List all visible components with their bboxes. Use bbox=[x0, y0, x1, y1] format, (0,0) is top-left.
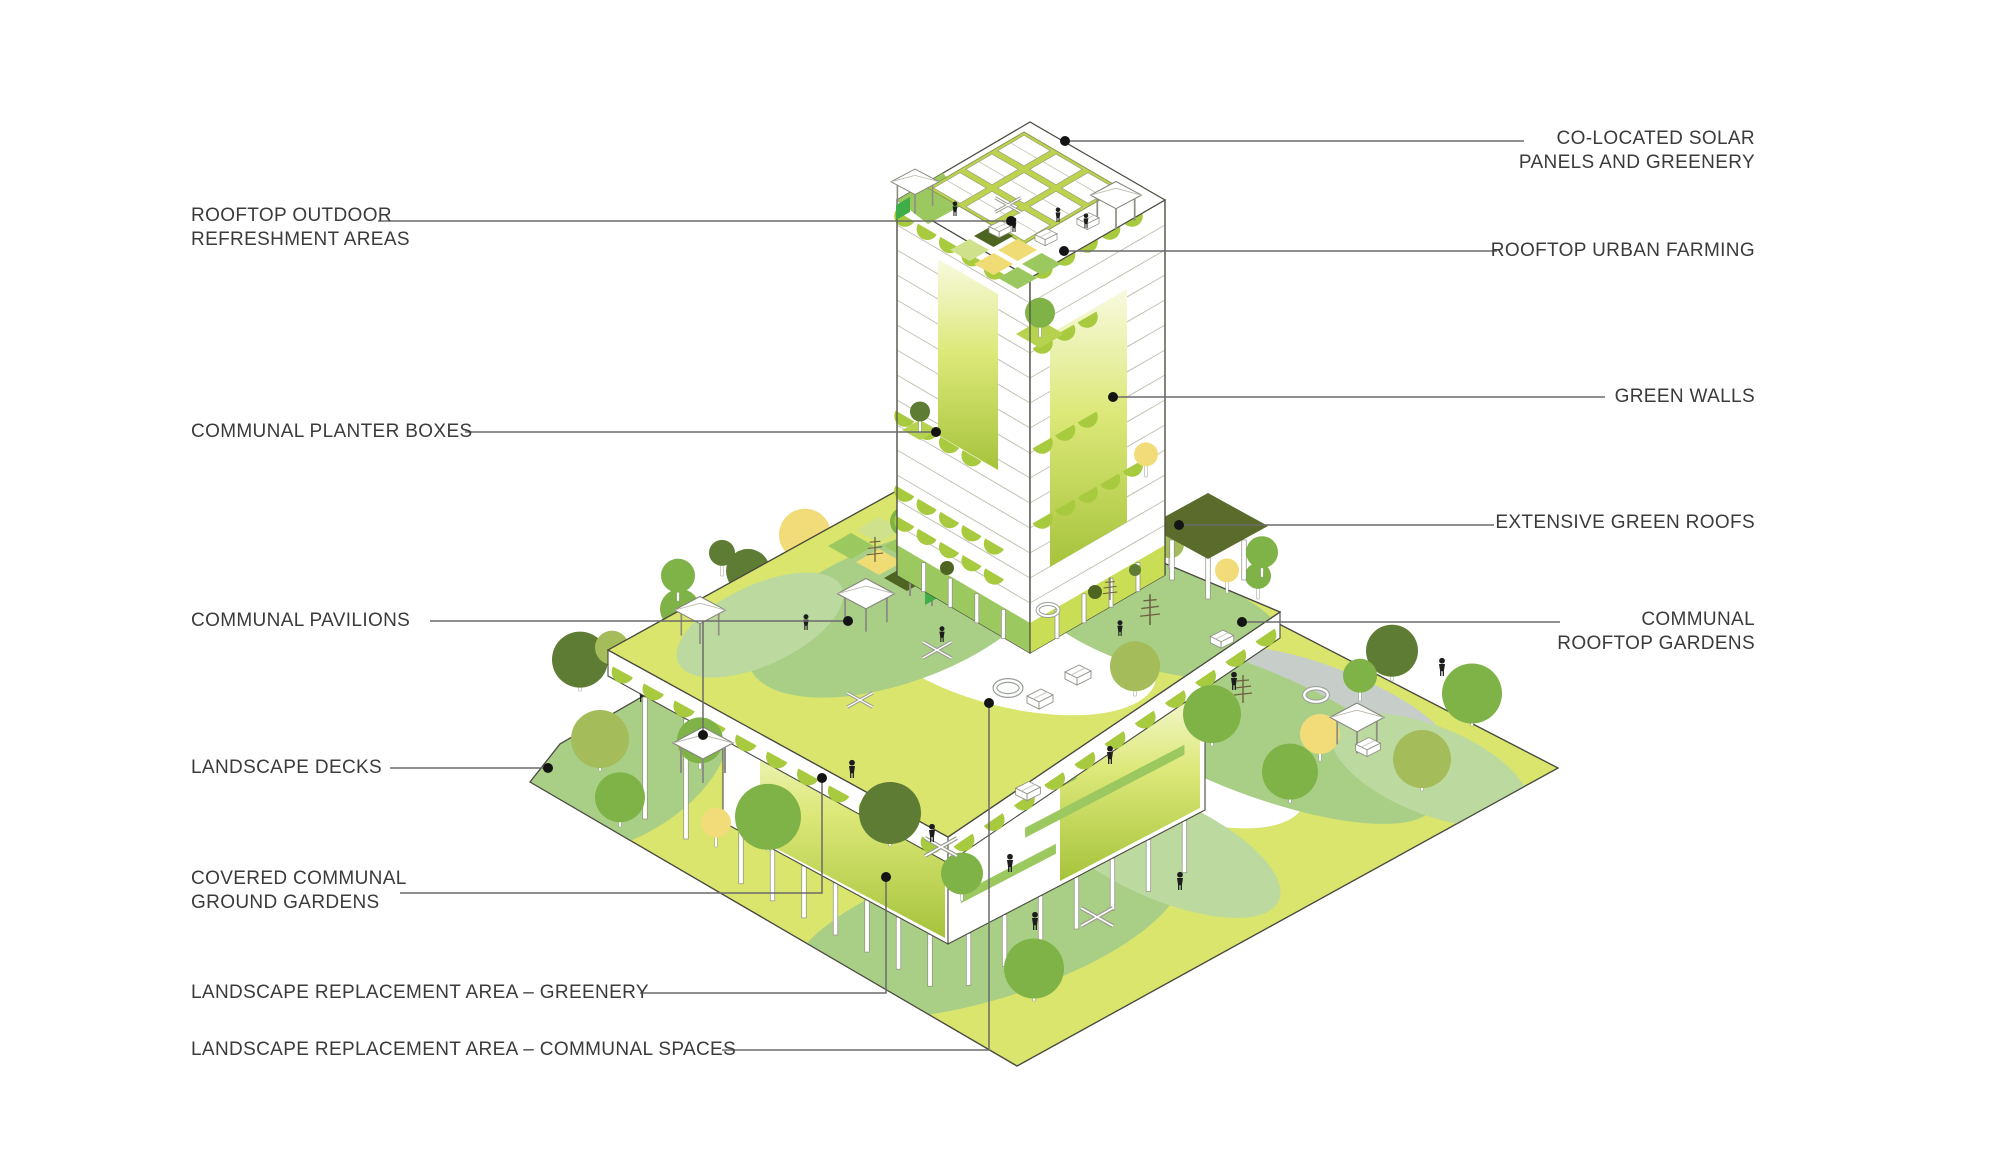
callout-label: LANDSCAPE REPLACEMENT AREA – COMMUNAL SP… bbox=[191, 1039, 737, 1060]
callout-label: COVERED COMMUNAL GROUND GARDENS bbox=[191, 868, 407, 913]
callout-label: CO-LOCATED SOLAR PANELS AND GREENERY bbox=[1518, 128, 1755, 173]
callout-label: COMMUNAL PAVILIONS bbox=[191, 610, 411, 631]
callout-co-located-solar-panels-and-greenery: CO-LOCATED SOLAR PANELS AND GREENERY bbox=[1519, 127, 1755, 175]
callout-label: GREEN WALLS bbox=[1614, 386, 1755, 407]
callout-label: EXTENSIVE GREEN ROOFS bbox=[1495, 512, 1755, 533]
callout-rooftop-outdoor-refreshment-areas: ROOFTOP OUTDOOR REFRESHMENT AREAS bbox=[191, 204, 410, 252]
callout-communal-pavilions: COMMUNAL PAVILIONS bbox=[191, 609, 410, 633]
callout-landscape-decks: LANDSCAPE DECKS bbox=[191, 756, 382, 780]
callout-label: COMMUNAL ROOFTOP GARDENS bbox=[1557, 609, 1755, 654]
callout-label: ROOFTOP OUTDOOR REFRESHMENT AREAS bbox=[191, 205, 410, 250]
callout-label: LANDSCAPE DECKS bbox=[191, 757, 383, 778]
callout-label: LANDSCAPE REPLACEMENT AREA – GREENERY bbox=[191, 982, 649, 1003]
callout-covered-communal-ground-gardens: COVERED COMMUNAL GROUND GARDENS bbox=[191, 867, 407, 915]
ground-greenery-front bbox=[595, 624, 1502, 1002]
building bbox=[606, 121, 1282, 987]
leader-lines bbox=[378, 136, 1605, 1051]
callout-landscape-replacement-area-communal-spaces: LANDSCAPE REPLACEMENT AREA – COMMUNAL SP… bbox=[191, 1038, 736, 1062]
callout-communal-rooftop-gardens: COMMUNAL ROOFTOP GARDENS bbox=[1557, 608, 1755, 656]
callout-extensive-green-roofs: EXTENSIVE GREEN ROOFS bbox=[1495, 511, 1755, 535]
callout-label: COMMUNAL PLANTER BOXES bbox=[191, 421, 473, 442]
callout-landscape-replacement-area-greenery: LANDSCAPE REPLACEMENT AREA – GREENERY bbox=[191, 981, 649, 1005]
callout-rooftop-urban-farming: ROOFTOP URBAN FARMING bbox=[1491, 239, 1755, 263]
callout-label: ROOFTOP URBAN FARMING bbox=[1490, 240, 1755, 261]
callout-green-walls: GREEN WALLS bbox=[1615, 385, 1755, 409]
callout-communal-planter-boxes: COMMUNAL PLANTER BOXES bbox=[191, 420, 473, 444]
